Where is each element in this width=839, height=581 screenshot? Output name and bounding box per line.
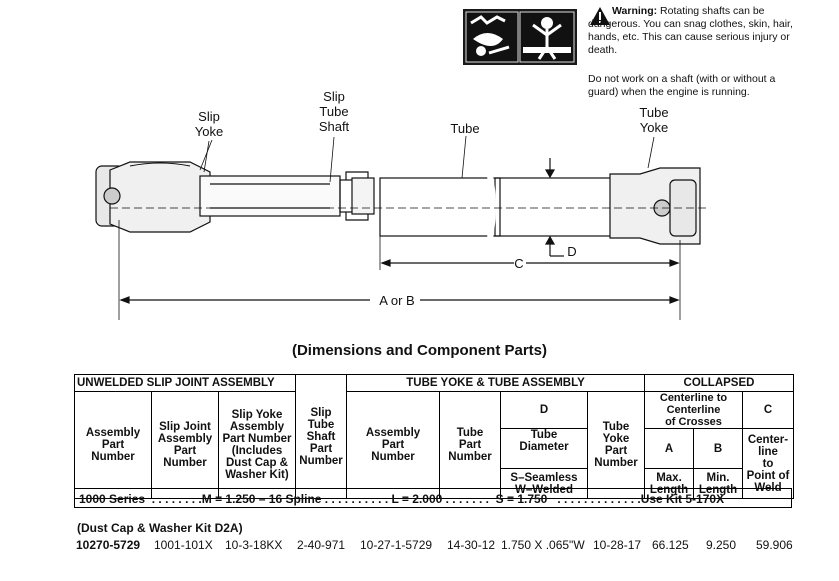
col-tube-part-number: Tube Part Number [439,391,501,499]
col-d: D [500,391,588,429]
data-cell: 66.125 [652,538,689,552]
col-centerline-to-weld: Center- line to Point of Weld [742,428,794,499]
entanglement-hazard-pictogram [463,9,577,65]
data-cell: 10270-5729 [76,538,141,552]
warning-note: Do not work on a shaft (with or without … [588,73,776,98]
dimension-a-or-b-label: A or B [379,293,415,308]
parts-table: UNWELDED SLIP JOINT ASSEMBLY Slip Tube S… [74,374,794,499]
col-tube-diameter: Tube Diameter [500,428,588,469]
label-leader-lines [203,135,655,183]
col-a: A [644,428,694,469]
dimension-d-label: D [567,244,577,259]
group-collapsed: COLLAPSED [644,374,794,392]
col-assembly-part-number: Assembly Part Number [74,391,152,499]
warning-icon [589,6,611,31]
col-slip-joint-assembly: Slip Joint Assembly Part Number [151,391,219,499]
col-slip-tube-shaft: Slip Tube Shaft Part Number [295,374,347,499]
data-cell: 10-28-17 [593,538,642,552]
section-title: (Dimensions and Component Parts) [291,342,548,359]
data-cell: 59.906 [756,538,793,552]
data-cell: 1.750 X .065"W [501,538,585,552]
data-cell: 14-30-12 [447,538,496,552]
label-tube: Tube [450,121,480,136]
warning-text-block: Warning: Rotating shafts can be dangerou… [588,5,808,57]
col-min-length: Min. Length [693,468,743,499]
col-seam-type: S–Seamless W–Welded [500,468,588,499]
series-spec-line: 1000 Series . . . . . . . .M = 1.250 – 1… [74,488,792,508]
group-tube-yoke-tube-assembly: TUBE YOKE & TUBE ASSEMBLY [346,374,645,392]
warning-title: Warning: [612,5,658,17]
col-b: B [693,428,743,469]
data-cell: 1001-101X [154,538,213,552]
kit-note: (Dust Cap & Washer Kit D2A) [77,521,243,535]
col-centerline: Centerline to Centerline of Crosses [644,391,743,429]
label-slip-yoke: Slip Yoke [194,109,224,139]
warning-text: Rotating shafts can be dangerous. You ca… [588,5,793,56]
col-tube-yoke-part-number: Tube Yoke Part Number [587,391,645,499]
col-ty-assembly-part-number: Assembly Part Number [346,391,440,499]
data-cell: 9.250 [706,538,737,552]
data-cell: 10-3-18KX [225,538,283,552]
data-cell: 10-27-1-5729 [360,538,433,552]
col-slip-yoke-assembly: Slip Yoke Assembly Part Number (Includes… [218,391,296,499]
group-unwelded-slip-joint: UNWELDED SLIP JOINT ASSEMBLY [74,374,296,392]
driveshaft-diagram [95,140,710,320]
col-max-length: Max. Length [644,468,694,499]
col-c: C [742,391,794,429]
label-slip-tube-shaft: Slip Tube Shaft [318,89,350,134]
data-cell: 2-40-971 [297,538,346,552]
dimension-c-label: C [514,256,524,271]
label-tube-yoke: Tube Yoke [639,105,669,135]
